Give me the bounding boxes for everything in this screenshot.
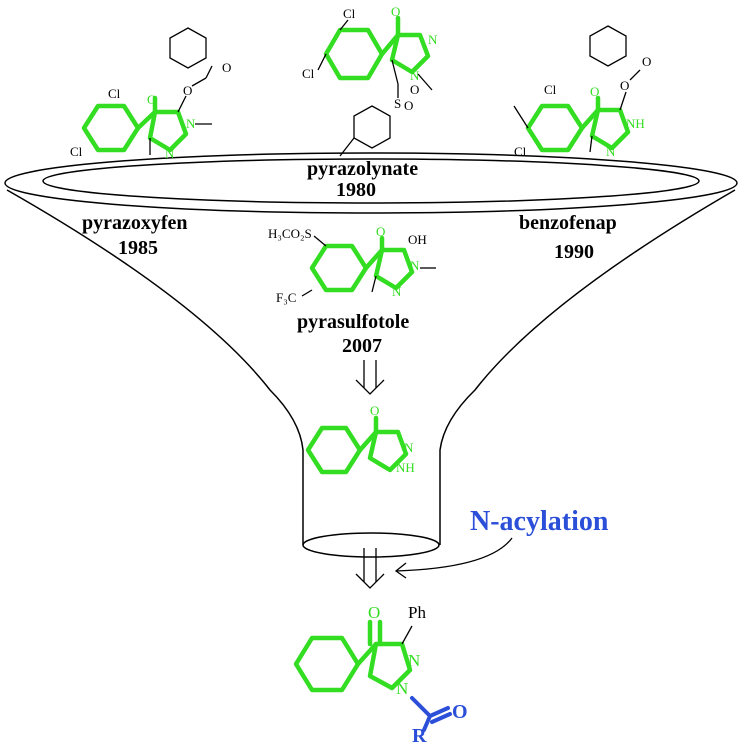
pyrazolynate-tolyl: [353, 105, 391, 149]
benzofenap-structure: O NH N Cl Cl O O: [513, 25, 651, 159]
pyrazoxyfen-benzene: [81, 103, 141, 153]
pyrasulfotole-o: O: [376, 224, 385, 239]
pyrazolynate-year: 1980: [336, 179, 376, 201]
pyrazolynate-pyrazole: [389, 32, 431, 75]
pyrazoxyfen-ether-o: O: [183, 83, 192, 98]
pyrazoxyfen-pyrazole: [147, 109, 189, 153]
benzofenap-pyrazole: [589, 107, 631, 151]
pyrasulfotole-label: pyrasulfotole: [297, 311, 409, 333]
pyrazoxyfen-cl2: Cl: [70, 144, 83, 159]
benzofenap-nh: NH: [626, 116, 645, 131]
pyrazolynate-s: S: [394, 96, 401, 111]
pyrazoxyfen-keto-o: O: [222, 60, 231, 75]
funnel-spout: [302, 532, 440, 558]
funnel-rim-inner: [42, 158, 700, 204]
core-scaffold: O N NH: [305, 403, 415, 475]
funnel-rim-outer: [4, 152, 738, 214]
funnel-left-wall: [6, 189, 304, 545]
pyrazoxyfen-year: 1985: [118, 237, 158, 259]
benzofenap-benzene: [525, 103, 585, 153]
pyrasulfotole-n1: N: [410, 258, 420, 273]
pyrasulfotole-n2: N: [392, 284, 402, 299]
pyrazolynate-so-o1: O: [410, 82, 419, 97]
funnel: [4, 152, 738, 558]
n-acylation-arrow: [395, 537, 513, 572]
benzofenap-n: N: [606, 144, 616, 159]
pyrazolynate-n2: N: [410, 68, 420, 83]
benzofenap-cl1: Cl: [544, 82, 557, 97]
product-acyl-o: O: [452, 701, 468, 723]
pyrasulfotole-cf3: F₃C: [276, 290, 296, 305]
funnel-right-wall: [439, 189, 736, 545]
pyrasulfotole-structure: O N N OH H₃CO₂S F₃C: [268, 224, 436, 305]
pyrazolynate-so-o2: O: [404, 98, 413, 113]
scaffold-arrow: [355, 360, 385, 395]
pyrasulfotole-pyrazole: [373, 247, 415, 291]
product-n1: N: [408, 651, 420, 670]
product-o: O: [368, 603, 380, 622]
pyrasulfotole-so2ch3: H₃CO₂S: [268, 226, 312, 241]
benzofenap-phenyl: [589, 25, 627, 67]
pyrazolynate-structure: O N N Cl Cl S O O: [302, 4, 438, 157]
pyrazolynate-cl2: Cl: [302, 66, 315, 81]
product-structure: O N N Ph O R: [293, 603, 468, 744]
product-n2: N: [396, 679, 408, 698]
pyrazoxyfen-cl1: Cl: [108, 86, 121, 101]
pyrazoxyfen-structure: O N N Cl Cl O O: [70, 27, 231, 161]
core-pyrazole: [367, 429, 409, 473]
pyrazolynate-label: pyrazolynate: [307, 158, 418, 180]
core-n: N: [404, 440, 414, 455]
benzofenap-year: 1990: [554, 241, 594, 263]
pyrazoxyfen-label: pyrazoxyfen: [82, 212, 188, 234]
pyrazoxyfen-n1: N: [186, 116, 196, 131]
final-arrow: [355, 548, 385, 589]
benzofenap-o: O: [590, 84, 599, 99]
core-nh: NH: [396, 460, 415, 475]
pyrazoxyfen-n2: N: [165, 146, 175, 161]
benzofenap-ether-o: O: [620, 78, 629, 93]
product-ph: Ph: [408, 603, 426, 622]
pyrazolynate-cl1: Cl: [343, 6, 356, 21]
pyrazolynate-n1: N: [428, 32, 438, 47]
product-pyrazole: [367, 641, 413, 691]
n-acylation-label: N-acylation: [470, 506, 609, 537]
pyrazolynate-benzene: [323, 27, 385, 81]
benzofenap-keto-o: O: [642, 54, 651, 69]
benzofenap-cl2: Cl: [514, 144, 527, 159]
core-benzene: [305, 425, 363, 475]
pyrazoxyfen-o: O: [147, 92, 156, 107]
pyrasulfotole-year: 2007: [342, 335, 382, 357]
pyrasulfotole-benzene: [309, 243, 369, 293]
pyrasulfotole-oh: OH: [408, 232, 427, 247]
pyrazoxyfen-phenyl: [169, 27, 207, 69]
pyrazolynate-o: O: [391, 4, 400, 19]
benzofenap-label: benzofenap: [519, 212, 617, 234]
product-benzene: [293, 635, 361, 693]
core-o: O: [370, 403, 379, 418]
product-r: R: [412, 725, 427, 744]
